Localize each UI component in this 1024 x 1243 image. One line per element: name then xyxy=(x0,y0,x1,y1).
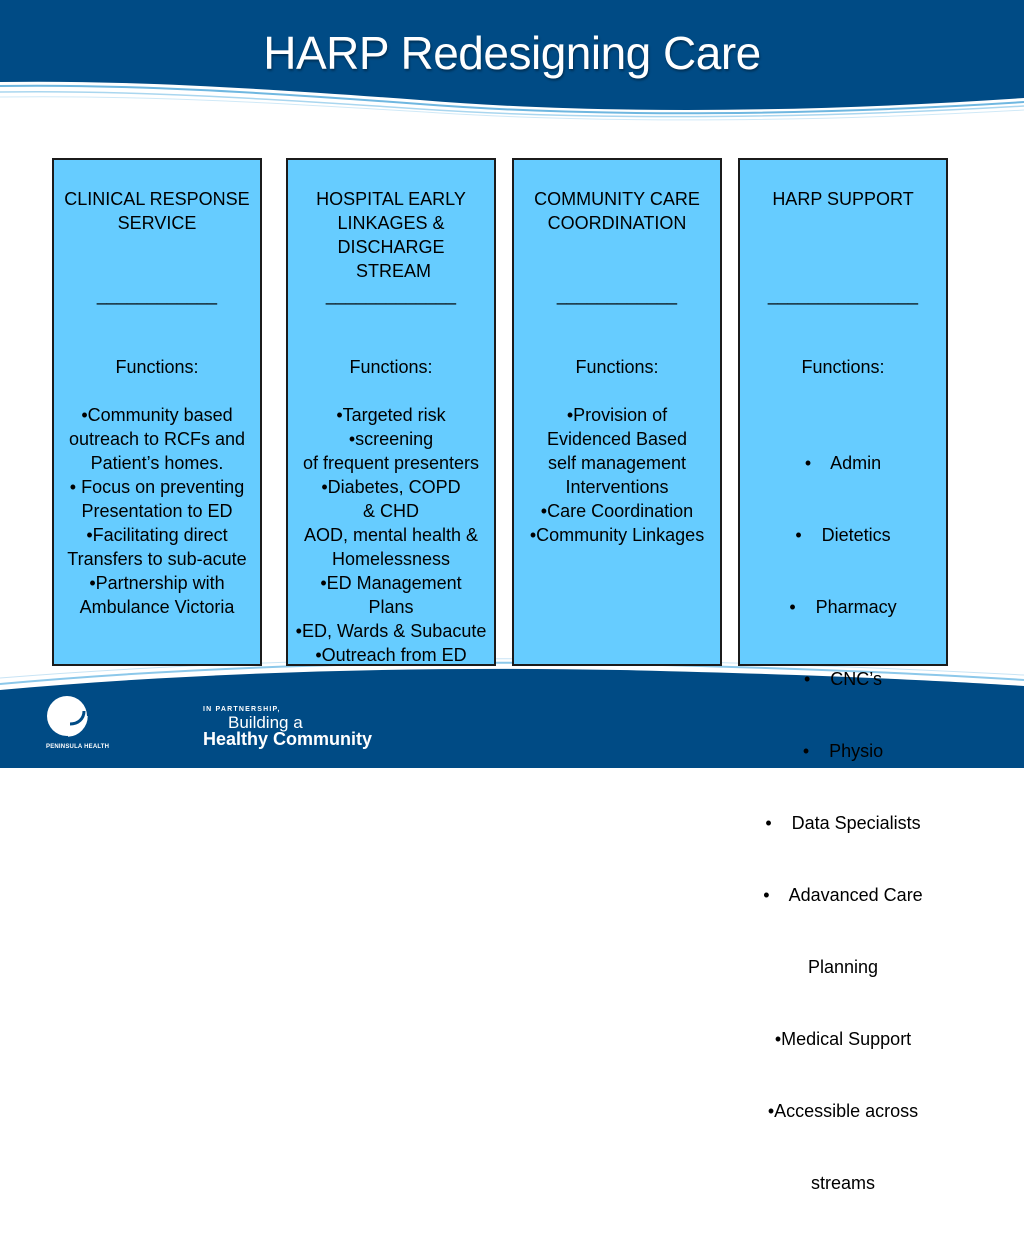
list-item: Patient’s homes. xyxy=(90,453,224,473)
tagline-small: IN PARTNERSHIP, xyxy=(203,706,281,713)
list-item: •Accessible across xyxy=(767,1101,919,1121)
list-item: • Adavanced Care xyxy=(763,885,923,905)
list-item: •Outreach from ED xyxy=(315,645,467,665)
list-item: Homelessness xyxy=(331,549,451,569)
column-title: HOSPITAL EARLY LINKAGES & DISCHARGE STRE… xyxy=(278,187,504,283)
list-item: Interventions xyxy=(565,477,669,497)
list-item: outreach to RCFs and xyxy=(68,429,246,449)
column-title: COMMUNITY CARE COORDINATION xyxy=(504,187,730,235)
list-item: Plans xyxy=(368,597,414,617)
column-hospital-early-linkages: HOSPITAL EARLY LINKAGES & DISCHARGE STRE… xyxy=(286,158,496,666)
column-clinical-response-service: CLINICAL RESPONSE SERVICE ____________ F… xyxy=(52,158,262,666)
list-item: •ED Management xyxy=(320,573,462,593)
list-item: • Focus on preventing xyxy=(69,477,245,497)
column-title-line: STREAM xyxy=(350,261,431,281)
functions-label: Functions: xyxy=(115,357,199,377)
column-community-care-coordination: COMMUNITY CARE COORDINATION ____________… xyxy=(512,158,722,666)
list-item: •ED, Wards & Subacute xyxy=(295,621,487,641)
functions-label: Functions: xyxy=(801,357,885,377)
column-title-line: LINKAGES & xyxy=(337,213,445,233)
list-item: Transfers to sub-acute xyxy=(67,549,247,569)
functions-label: Functions: xyxy=(349,357,433,377)
list-item: •Facilitating direct xyxy=(86,525,228,545)
column-title-line: COORDINATION xyxy=(547,213,687,233)
list-item: & CHD xyxy=(362,501,419,521)
tagline-big: Healthy Community xyxy=(203,729,373,749)
functions-list: •Targeted risk •screening of frequent pr… xyxy=(278,403,504,667)
column-title: HARP SUPPORT xyxy=(730,187,956,211)
list-item: •Care Coordination xyxy=(540,501,694,521)
list-item: self management xyxy=(547,453,687,473)
column-title-line: HARP SUPPORT xyxy=(772,189,914,209)
divider: _____________ xyxy=(325,285,457,305)
list-item: Ambulance Victoria xyxy=(79,597,235,617)
divider: _______________ xyxy=(767,285,919,305)
column-harp-support: HARP SUPPORT _______________ Functions: … xyxy=(738,158,948,1193)
list-item: • Admin xyxy=(804,453,882,473)
functions-label: Functions: xyxy=(575,357,659,377)
list-item: •Provision of xyxy=(566,405,668,425)
logo-text: PENINSULA HEALTH xyxy=(46,744,110,750)
list-item: • Data Specialists xyxy=(765,813,921,833)
list-item: •Community Linkages xyxy=(529,525,705,545)
functions-list: • Admin • Dietetics • Pharmacy • CNC’s •… xyxy=(730,403,956,1243)
list-item: Evidenced Based xyxy=(546,429,688,449)
column-title-line: SERVICE xyxy=(117,213,197,233)
column-title-line: COMMUNITY CARE xyxy=(534,189,700,209)
divider: ____________ xyxy=(556,285,678,305)
list-item: • Dietetics xyxy=(795,525,891,545)
slide-title: HARP Redesigning Care xyxy=(263,27,761,79)
list-item: of frequent presenters xyxy=(302,453,480,473)
list-item: streams xyxy=(810,1173,875,1193)
list-item: •screening xyxy=(348,429,434,449)
column-title-line: CLINICAL RESPONSE xyxy=(64,189,250,209)
list-item: • Physio xyxy=(802,741,884,761)
tagline-mid: Building a xyxy=(228,713,303,732)
list-item: •Medical Support xyxy=(774,1029,912,1049)
list-item: Planning xyxy=(807,957,879,977)
list-item: •Partnership with xyxy=(89,573,225,593)
list-item: Presentation to ED xyxy=(81,501,233,521)
column-title-line: HOSPITAL EARLY xyxy=(316,189,466,209)
list-item: •Targeted risk xyxy=(336,405,446,425)
list-item: • Pharmacy xyxy=(789,597,897,617)
divider: ____________ xyxy=(96,285,218,305)
peninsula-health-logo-icon xyxy=(47,696,88,737)
list-item: AOD, mental health & xyxy=(303,525,479,545)
list-item: • CNC’s xyxy=(804,669,882,689)
column-title: CLINICAL RESPONSE SERVICE xyxy=(44,187,270,235)
list-item: •Diabetes, COPD xyxy=(321,477,461,497)
functions-list: •Provision of Evidenced Based self manag… xyxy=(504,403,730,547)
header-band xyxy=(0,0,1024,121)
column-title-line: DISCHARGE xyxy=(337,237,445,257)
functions-list: •Community based outreach to RCFs and Pa… xyxy=(44,403,270,619)
list-item: •Community based xyxy=(81,405,233,425)
